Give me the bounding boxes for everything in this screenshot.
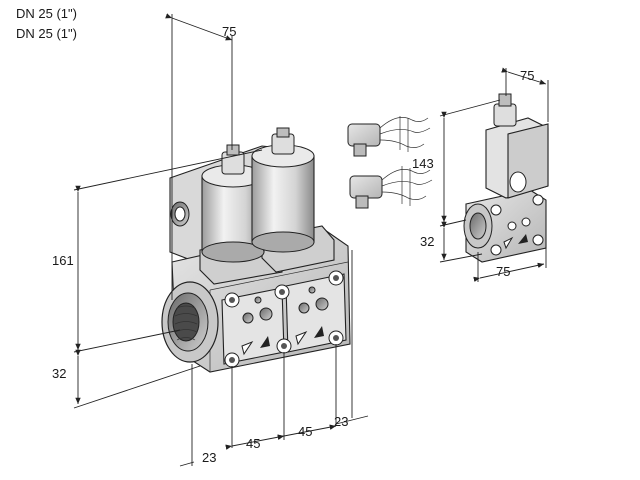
dimension-lines (73, 13, 549, 467)
dim-flange-height: 32 (52, 366, 66, 381)
dim-offset-right: 23 (334, 414, 348, 429)
single-valve-drawing (463, 93, 549, 263)
dim-single-flange: 32 (420, 234, 434, 249)
dim-single-height: 143 (412, 156, 434, 171)
cable-connectors-drawing (347, 116, 433, 209)
dim-single-width-bottom: 75 (496, 264, 510, 279)
dim-offset-left: 23 (202, 450, 216, 465)
dim-height-total: 161 (52, 253, 74, 268)
dim-top-width: 75 (222, 24, 236, 39)
dim-single-width-top: 75 (520, 68, 534, 83)
dim-spacing-1: 45 (246, 436, 260, 451)
double-valve-drawing (161, 127, 351, 373)
dim-spacing-2: 45 (298, 424, 312, 439)
model-title: DN 25 (1") (16, 6, 77, 21)
model-subtitle: DN 25 (1") (16, 26, 77, 41)
